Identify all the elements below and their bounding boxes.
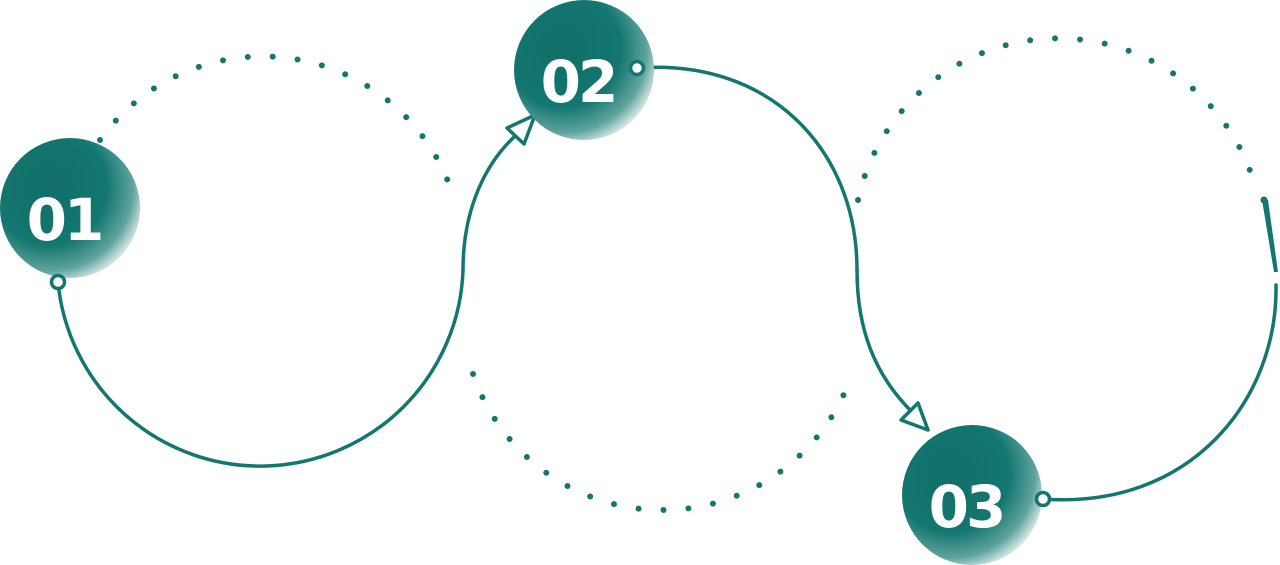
step-01: 01: [0, 138, 140, 278]
endpoint-ring: [628, 59, 646, 77]
dotted-arc-top-right: [855, 35, 1255, 203]
step-label: 02: [541, 48, 616, 116]
arrow-head-icon: [899, 401, 930, 432]
connector-curve-2-3: [855, 268, 914, 414]
dotted-arc-top-left: [97, 53, 455, 195]
dotted-arc-bottom-middle: [470, 371, 855, 513]
connector-arc-2: [635, 65, 859, 272]
step-03: 03: [902, 425, 1042, 565]
arrow-head-icon: [505, 113, 537, 146]
step-ball: [514, 0, 654, 140]
step-02: 02: [514, 0, 654, 140]
connector-arc-3: [1041, 283, 1278, 502]
connector-curve-1-2: [461, 128, 524, 272]
endpoint-ring: [49, 273, 67, 291]
endpoint-ring: [1034, 490, 1052, 508]
endpoint-dot: [1260, 196, 1268, 204]
step-ball: [0, 138, 140, 278]
step-ball: [902, 425, 1042, 565]
step-label: 03: [929, 473, 1004, 541]
connector-arc-1: [56, 268, 465, 468]
step-label: 01: [27, 186, 102, 254]
connector-taper-3: [1262, 200, 1278, 272]
